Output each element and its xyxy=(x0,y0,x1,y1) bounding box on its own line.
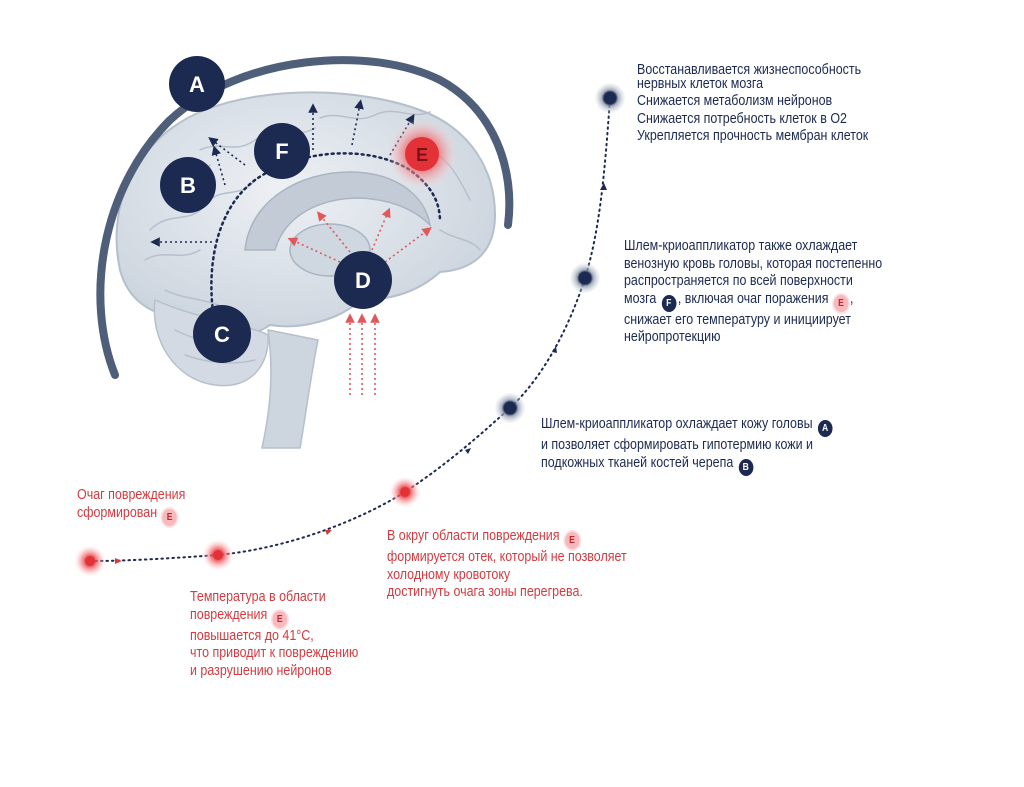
note-text: , включая очаг поражения xyxy=(677,290,829,307)
timeline-node-focus xyxy=(74,545,106,577)
note-neuron-recovery: Восстанавливается жизнеспособность нервн… xyxy=(637,62,868,146)
svg-text:A: A xyxy=(189,72,205,97)
svg-text:F: F xyxy=(275,139,288,164)
note-line: повышается до 41°С, xyxy=(190,627,314,644)
note-line: и позволяет сформировать гипотермию кожи… xyxy=(541,437,814,453)
corpus-callosum xyxy=(244,171,432,251)
marker-chip-f: F xyxy=(661,294,677,312)
note-line: Шлем-криоаппликатор также охлаждает xyxy=(624,238,858,254)
marker-chip-a: A xyxy=(817,420,833,437)
note-skin-cooling: Шлем-криоаппликатор охлаждает кожу голов… xyxy=(541,416,834,476)
note-line: Температура в области xyxy=(190,589,326,605)
note-line: распространяется по всей поверхности xyxy=(624,273,853,289)
svg-text:D: D xyxy=(355,268,371,293)
marker-d: D xyxy=(334,251,392,309)
timeline-node-top xyxy=(595,83,625,113)
note-line: нервных клеток мозга xyxy=(637,75,764,92)
note-line: Очаг повреждения xyxy=(77,487,186,503)
edema-arrows xyxy=(287,207,432,395)
marker-c: C xyxy=(193,305,251,363)
note-line: Снижается потребность клеток в О2 xyxy=(637,110,847,127)
note-line: снижает его температуру и инициирует xyxy=(624,311,851,328)
marker-chip-b: B xyxy=(738,458,754,476)
note-line: и разрушению нейронов xyxy=(190,662,332,679)
svg-text:C: C xyxy=(214,322,230,347)
note-line: Восстанавливается жизнеспособность xyxy=(637,62,862,78)
svg-text:E: E xyxy=(416,145,428,165)
timeline-node-edema xyxy=(389,476,421,508)
cryo-helmet-arc xyxy=(96,56,514,379)
marker-chip-e: E xyxy=(162,508,177,526)
marker-a: A xyxy=(169,56,225,112)
timeline-arrowheads xyxy=(115,183,607,564)
note-text: В округ области повреждения xyxy=(387,528,560,544)
note-text: сформирован xyxy=(77,504,158,521)
note-line: что приводит к повреждению xyxy=(190,645,359,661)
note-edema: В округ области повреждения E формируетс… xyxy=(387,528,627,602)
note-line: Укрепляется прочность мембран клеток xyxy=(637,128,869,144)
marker-chip-e: E xyxy=(272,610,288,628)
note-line: мозга F, включая очаг поражения E, xyxy=(624,291,882,312)
marker-chip-e: E xyxy=(564,532,580,549)
note-line: повреждения E xyxy=(190,607,358,628)
timeline-path xyxy=(89,97,611,562)
note-focus-formed: Очаг повреждения сформирован E xyxy=(77,487,185,526)
brain-stem xyxy=(261,329,319,449)
note-temperature-rise: Температура в области повреждения E повы… xyxy=(190,589,358,680)
note-line: Снижается метаболизм нейронов xyxy=(637,93,833,109)
timeline-node-temperature xyxy=(202,539,234,571)
note-line: подкожных тканей костей черепа B xyxy=(541,455,834,476)
note-line: холодному кровотоку xyxy=(387,566,511,583)
note-venous-cooling: Шлем-криоаппликатор также охлаждает вено… xyxy=(624,238,882,347)
timeline-node-venous xyxy=(570,263,600,293)
note-line: В округ области повреждения E xyxy=(387,528,627,549)
note-text: подкожных тканей костей черепа xyxy=(541,454,734,471)
marker-e-lesion: E xyxy=(386,118,458,190)
note-line: формируется отек, который не позволяет xyxy=(387,549,627,565)
timeline-node-skin xyxy=(495,393,525,423)
marker-chip-e: E xyxy=(833,294,849,312)
note-line: сформирован E xyxy=(77,505,185,526)
note-text: Шлем-криоаппликатор охлаждает кожу голов… xyxy=(541,416,813,432)
note-text: мозга xyxy=(624,290,657,307)
note-line: Шлем-криоаппликатор охлаждает кожу голов… xyxy=(541,416,834,437)
note-text: , xyxy=(850,290,854,307)
marker-f: F xyxy=(254,123,310,179)
note-line: нейропротекцию xyxy=(624,329,721,345)
marker-b: B xyxy=(160,157,216,213)
note-line: венозную кровь головы, которая постепенн… xyxy=(624,255,883,272)
note-line: достигнуть очага зоны перегрева. xyxy=(387,584,583,600)
note-text: повреждения xyxy=(190,606,268,623)
svg-text:B: B xyxy=(180,173,196,198)
